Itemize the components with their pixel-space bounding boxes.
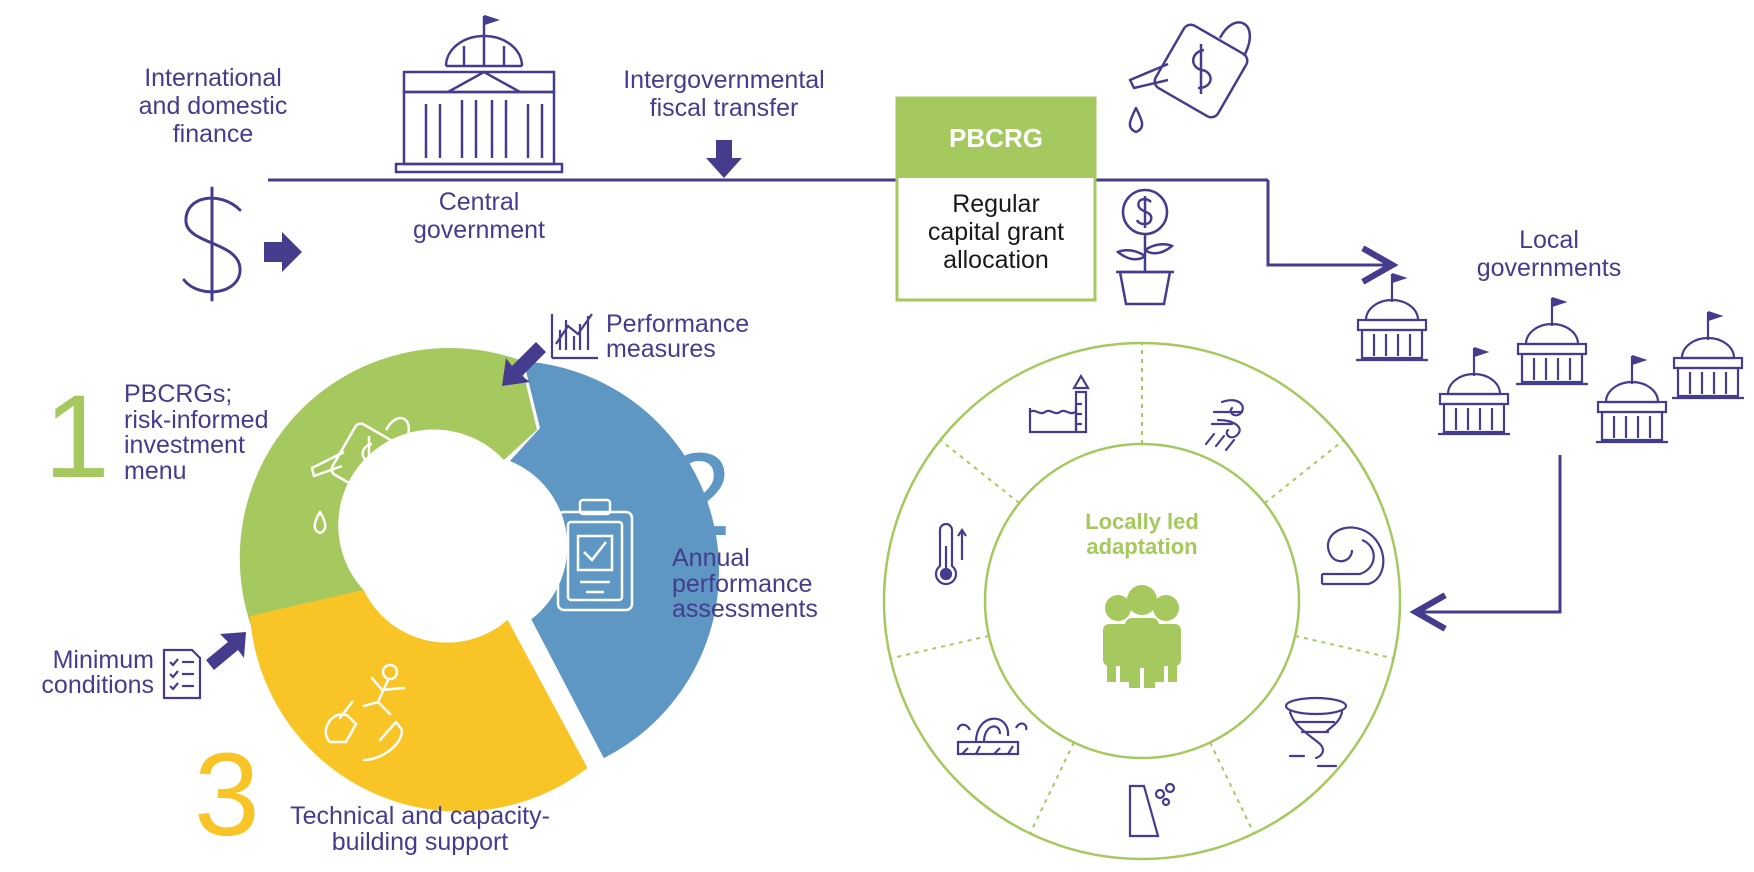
minimum-conditions-arrow	[206, 632, 246, 670]
local-building-icon	[1438, 346, 1510, 436]
central-government-label: Central government	[388, 188, 570, 244]
step-1-label: PBCRGs; risk-informed investment menu	[124, 380, 269, 485]
checklist-icon	[162, 648, 202, 700]
clipboard-check-icon	[556, 498, 634, 612]
pbcrg-box-header: PBCRG	[949, 123, 1043, 153]
cycle-segment-3	[250, 589, 588, 812]
cycle-segment-2	[509, 361, 720, 759]
local-text: Local governments	[1476, 226, 1622, 282]
wave-icon	[1320, 526, 1385, 586]
flow-line-return	[1409, 455, 1562, 632]
local-building-icon	[1596, 354, 1668, 444]
storm-wind-icon	[1204, 399, 1244, 452]
lla-dividers	[890, 343, 1394, 834]
performance-arrow	[502, 342, 546, 386]
performance-measures-label: Performance measures	[606, 312, 749, 361]
transfer-text: Intergovernmental fiscal transfer	[623, 66, 825, 122]
lla-title-text: Locally led adaptation	[1085, 509, 1199, 559]
people-group-icon	[1103, 585, 1181, 688]
step-2-number: 2	[666, 429, 732, 561]
minimum-conditions-label: Minimum conditions	[12, 648, 154, 697]
step-2-label: Annual performance assessments	[672, 544, 818, 623]
drought-tree-icon	[956, 717, 1028, 756]
local-building-icon	[1672, 310, 1744, 400]
tornado-icon	[1284, 696, 1348, 768]
dollar-sign-icon	[182, 186, 242, 302]
minimum-text: Minimum conditions	[41, 646, 154, 699]
step-2-text: Annual performance assessments	[672, 544, 818, 623]
pbcrg-body-text: Regular capital grant allocation	[927, 190, 1065, 274]
lla-title: Locally led adaptation	[1042, 509, 1242, 559]
local-building-icon	[1356, 272, 1428, 362]
central-text: Central government	[412, 188, 546, 244]
bar-chart-icon	[550, 313, 598, 360]
watering-can-dollar-icon	[1128, 21, 1251, 134]
cycle-watering-can-icon	[310, 416, 411, 535]
landslide-icon	[1128, 782, 1176, 838]
fiscal-transfer-label: Intergovernmental fiscal transfer	[592, 66, 856, 122]
pbcrg-box-header-bg	[897, 98, 1095, 178]
helping-hands-icon	[324, 663, 406, 762]
finance-right-arrow	[264, 232, 302, 272]
finance-label: International and domestic finance	[118, 64, 308, 148]
local-building-icon	[1516, 296, 1588, 386]
thermometer-icon	[934, 522, 967, 586]
flow-line-to-local	[1266, 180, 1399, 285]
money-plant-icon	[1115, 188, 1175, 306]
flood-level-icon	[1028, 373, 1090, 434]
step-1-text: PBCRGs; risk-informed investment menu	[124, 380, 269, 485]
performance-text: Performance measures	[606, 310, 750, 363]
step-3-number: 3	[194, 729, 260, 861]
pbcrg-box-body: Regular capital grant allocation	[897, 190, 1095, 274]
capitol-building-icon	[394, 14, 564, 174]
cycle-segment-1	[239, 348, 537, 632]
transfer-down-arrow	[706, 140, 742, 178]
finance-text: International and domestic finance	[138, 64, 288, 148]
step-3-label: Technical and capacity- building support	[262, 802, 578, 856]
step-1-number: 1	[44, 371, 110, 503]
step-3-text: Technical and capacity- building support	[290, 802, 550, 856]
local-governments-label: Local governments	[1452, 226, 1646, 282]
